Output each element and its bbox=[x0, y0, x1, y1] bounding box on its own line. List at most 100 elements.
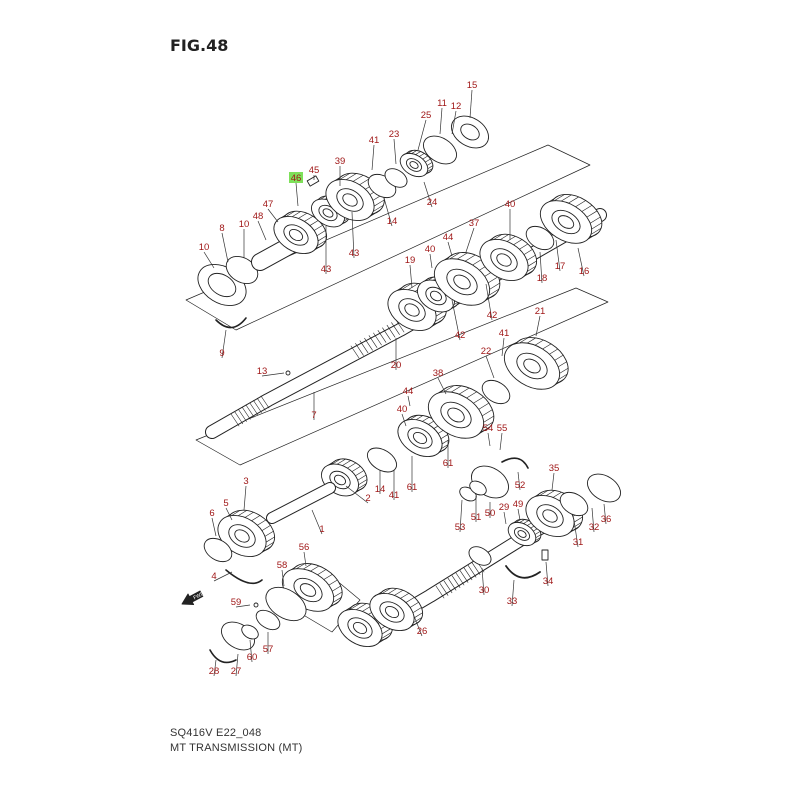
part-label-48[interactable]: 48 bbox=[253, 211, 264, 222]
part-label-24[interactable]: 24 bbox=[427, 197, 438, 208]
part-label-23[interactable]: 23 bbox=[389, 129, 400, 140]
part-label-19[interactable]: 19 bbox=[405, 255, 416, 266]
part-label-47[interactable]: 47 bbox=[263, 199, 274, 210]
leader-line-52 bbox=[517, 471, 521, 491]
part-label-41c[interactable]: 41 bbox=[389, 490, 400, 501]
leader-line-36 bbox=[603, 503, 607, 525]
part-label-51[interactable]: 51 bbox=[471, 512, 482, 523]
part-label-49[interactable]: 49 bbox=[513, 499, 524, 510]
part-label-37[interactable]: 37 bbox=[469, 218, 480, 229]
leader-line-58 bbox=[281, 569, 285, 587]
front-arrow-icon: FWD bbox=[181, 590, 206, 606]
part-label-40b[interactable]: 40 bbox=[425, 244, 436, 255]
part-label-14a[interactable]: 14 bbox=[387, 216, 398, 227]
part-label-26[interactable]: 26 bbox=[417, 626, 428, 637]
part-label-54[interactable]: 54 bbox=[483, 423, 494, 434]
part-label-16[interactable]: 16 bbox=[579, 266, 590, 277]
leader-line-13 bbox=[261, 372, 285, 377]
part-label-50[interactable]: 50 bbox=[485, 508, 496, 519]
figure-title: FIG.48 bbox=[170, 36, 229, 55]
key-45 bbox=[306, 175, 320, 187]
part-label-43b[interactable]: 43 bbox=[349, 248, 360, 259]
bearing-23 bbox=[384, 168, 408, 188]
part-label-61a[interactable]: 61 bbox=[443, 458, 454, 469]
part-label-43a[interactable]: 43 bbox=[321, 264, 332, 275]
part-label-31[interactable]: 31 bbox=[573, 537, 584, 548]
part-label-57[interactable]: 57 bbox=[263, 644, 274, 655]
part-label-29[interactable]: 29 bbox=[499, 502, 510, 513]
part-label-15[interactable]: 15 bbox=[467, 80, 478, 91]
part-label-17[interactable]: 17 bbox=[555, 261, 566, 272]
leader-line-40b bbox=[429, 253, 433, 269]
part-label-53[interactable]: 53 bbox=[455, 522, 466, 533]
part-label-56[interactable]: 56 bbox=[299, 542, 310, 553]
part-label-34[interactable]: 34 bbox=[543, 576, 554, 587]
part-label-21[interactable]: 21 bbox=[535, 306, 546, 317]
part-label-55[interactable]: 55 bbox=[497, 423, 508, 434]
leader-line-10b bbox=[203, 251, 215, 269]
part-label-35[interactable]: 35 bbox=[549, 463, 560, 474]
ring-51 bbox=[469, 480, 487, 496]
part-label-28[interactable]: 28 bbox=[209, 666, 220, 677]
part-label-8[interactable]: 8 bbox=[219, 223, 224, 234]
leader-line-30 bbox=[481, 567, 485, 596]
part-label-10b[interactable]: 10 bbox=[199, 242, 210, 253]
part-label-25[interactable]: 25 bbox=[421, 110, 432, 121]
part-label-5[interactable]: 5 bbox=[223, 498, 228, 509]
leader-line-29 bbox=[503, 511, 507, 525]
part-label-39[interactable]: 39 bbox=[335, 156, 346, 167]
part-label-3[interactable]: 3 bbox=[243, 476, 248, 487]
part-label-9[interactable]: 9 bbox=[219, 348, 224, 359]
leader-line-5 bbox=[225, 507, 233, 521]
part-label-41a[interactable]: 41 bbox=[369, 135, 380, 146]
gear-40 bbox=[479, 233, 537, 282]
part-label-7[interactable]: 7 bbox=[311, 410, 316, 421]
leader-line-28 bbox=[213, 659, 217, 677]
part-label-32[interactable]: 32 bbox=[589, 522, 600, 533]
part-label-36[interactable]: 36 bbox=[601, 514, 612, 525]
part-label-52[interactable]: 52 bbox=[515, 480, 526, 491]
part-label-61b[interactable]: 61 bbox=[407, 482, 418, 493]
part-label-14b[interactable]: 14 bbox=[375, 484, 386, 495]
part-label-6[interactable]: 6 bbox=[209, 508, 214, 519]
leader-line-60 bbox=[249, 639, 253, 663]
leader-line-38 bbox=[437, 377, 447, 395]
input-shaft-1 bbox=[266, 482, 336, 524]
leader-line-12 bbox=[451, 110, 457, 135]
part-label-13[interactable]: 13 bbox=[257, 366, 268, 377]
part-label-40a[interactable]: 40 bbox=[505, 199, 516, 210]
ring-60 bbox=[241, 624, 259, 640]
part-label-58[interactable]: 58 bbox=[277, 560, 288, 571]
leader-line-49 bbox=[517, 508, 521, 521]
part-label-33[interactable]: 33 bbox=[507, 596, 518, 607]
leader-line-37 bbox=[465, 227, 475, 253]
part-label-41b[interactable]: 41 bbox=[499, 328, 510, 339]
leader-line-46 bbox=[295, 182, 299, 207]
part-label-60[interactable]: 60 bbox=[247, 652, 258, 663]
part-label-42b[interactable]: 42 bbox=[487, 310, 498, 321]
part-label-27[interactable]: 27 bbox=[231, 666, 242, 677]
part-label-1[interactable]: 1 bbox=[319, 524, 324, 535]
part-label-30[interactable]: 30 bbox=[479, 585, 490, 596]
leader-line-48 bbox=[257, 220, 267, 241]
bearing-10-inner bbox=[207, 272, 237, 298]
part-label-11[interactable]: 11 bbox=[437, 98, 447, 109]
part-label-40c[interactable]: 40 bbox=[397, 404, 408, 415]
part-label-44b[interactable]: 44 bbox=[403, 386, 414, 397]
part-label-38[interactable]: 38 bbox=[433, 368, 444, 379]
part-label-45[interactable]: 45 bbox=[309, 165, 320, 176]
part-label-20[interactable]: 20 bbox=[391, 360, 402, 371]
thrust-washer-58 bbox=[265, 586, 307, 622]
part-label-22[interactable]: 22 bbox=[481, 346, 492, 357]
part-label-2[interactable]: 2 bbox=[365, 493, 370, 504]
part-label-59[interactable]: 59 bbox=[231, 597, 242, 608]
part-label-12[interactable]: 12 bbox=[451, 101, 462, 112]
part-label-44a[interactable]: 44 bbox=[443, 232, 454, 243]
part-label-18[interactable]: 18 bbox=[537, 273, 548, 284]
part-label-42a[interactable]: 42 bbox=[455, 330, 466, 341]
part-label-10a[interactable]: 10 bbox=[239, 219, 250, 230]
leader-line-41a bbox=[371, 144, 375, 171]
part-label-46[interactable]: 46 bbox=[291, 173, 302, 184]
part-label-4[interactable]: 4 bbox=[211, 571, 216, 582]
